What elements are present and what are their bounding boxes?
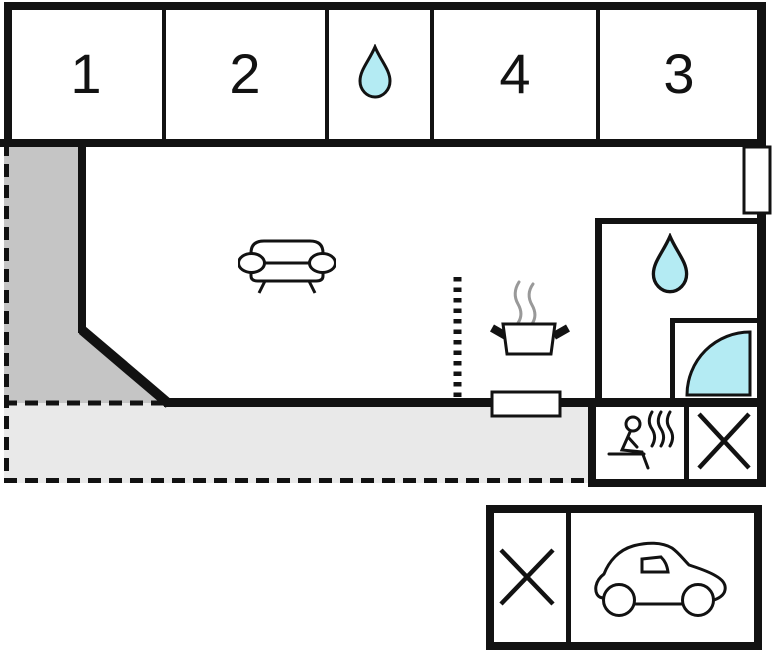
room-4-label: 4 xyxy=(499,42,531,105)
wall-divider-room1-room2 xyxy=(162,10,166,140)
wall-bathroom-top xyxy=(595,218,757,224)
room-3-label: 3 xyxy=(663,42,695,105)
wall-bottom-main xyxy=(164,398,766,407)
window-marker-right xyxy=(742,145,772,215)
covered-terrace-area xyxy=(4,141,170,403)
water-drop-icon xyxy=(651,233,689,294)
room-2-label: 2 xyxy=(229,42,261,105)
cooking-pot-icon xyxy=(490,280,570,356)
shower-icon xyxy=(685,330,752,397)
wall-divider-room4-room3 xyxy=(596,10,600,140)
car-icon xyxy=(594,541,727,617)
wall-divider-room2-wc xyxy=(325,10,329,140)
crossed-box-icon xyxy=(499,548,555,606)
wall-bedroom-row-bottom xyxy=(0,139,766,147)
wall-divider-wc-room4 xyxy=(430,10,434,140)
crossed-box-icon xyxy=(697,412,751,470)
wall-shower-top xyxy=(670,318,758,323)
water-drop-icon xyxy=(358,44,392,99)
wall-diagonal xyxy=(78,326,173,408)
sofa-icon xyxy=(238,239,336,294)
wall-sauna-bottom xyxy=(588,479,766,487)
wall-sauna-left xyxy=(588,398,596,487)
sauna-icon xyxy=(607,410,675,470)
window-marker-bottom xyxy=(490,390,562,418)
wall-top-outer xyxy=(4,2,766,10)
room-1-label: 1 xyxy=(70,42,102,105)
wall-left-top-row xyxy=(4,2,12,143)
garage-divider-wall xyxy=(566,513,571,642)
wall-shower-left xyxy=(670,318,675,402)
walls xyxy=(0,2,766,487)
wall-right-outer xyxy=(757,2,766,487)
wall-sauna-divider xyxy=(684,402,689,479)
wall-bathroom-left xyxy=(595,218,602,403)
wall-left-main xyxy=(78,139,86,333)
